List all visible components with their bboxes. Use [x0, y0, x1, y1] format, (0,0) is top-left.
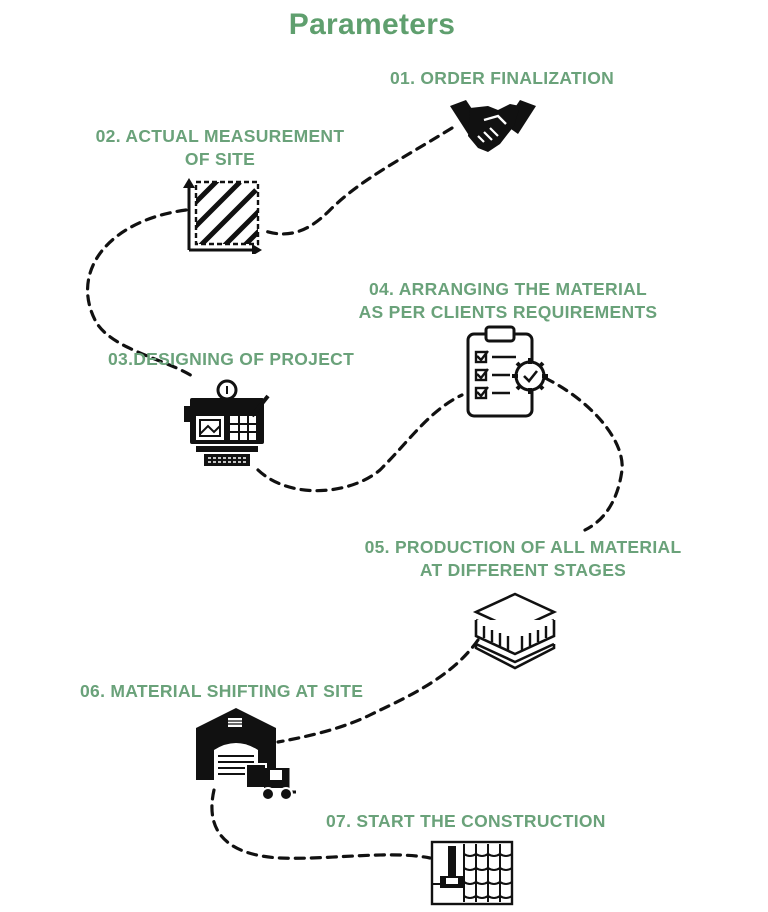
connector-04-05 — [543, 376, 624, 532]
step-05-label: 05. PRODUCTION OF ALL MATERIAL AT DIFFER… — [364, 537, 682, 580]
measurement-area-icon — [183, 178, 262, 254]
material-layers-icon — [472, 592, 558, 670]
connector-05-06 — [276, 638, 480, 744]
clipboard-checklist-icon — [466, 325, 548, 418]
step-01-label: 01. ORDER FINALIZATION — [390, 68, 615, 88]
handshake-icon — [450, 100, 536, 152]
construction-roof-icon — [430, 840, 514, 906]
connector-01-02 — [260, 126, 454, 236]
page-title: Parameters — [288, 8, 456, 41]
step-02-label: 02. ACTUAL MEASUREMENT OF SITE — [95, 126, 345, 169]
connector-03-04 — [256, 393, 464, 493]
step-06-label: 06. MATERIAL SHIFTING AT SITE — [80, 681, 364, 701]
design-monitor-icon — [184, 379, 270, 466]
step-03-label: 03.DESIGNING OF PROJECT — [108, 349, 355, 369]
connector-02-03 — [85, 208, 197, 380]
warehouse-forklift-icon — [196, 708, 296, 801]
connector-06-07 — [210, 788, 432, 860]
step-04-label: 04. ARRANGING THE MATERIAL AS PER CLIENT… — [358, 279, 658, 322]
step-07-label: 07. START THE CONSTRUCTION — [326, 811, 606, 831]
